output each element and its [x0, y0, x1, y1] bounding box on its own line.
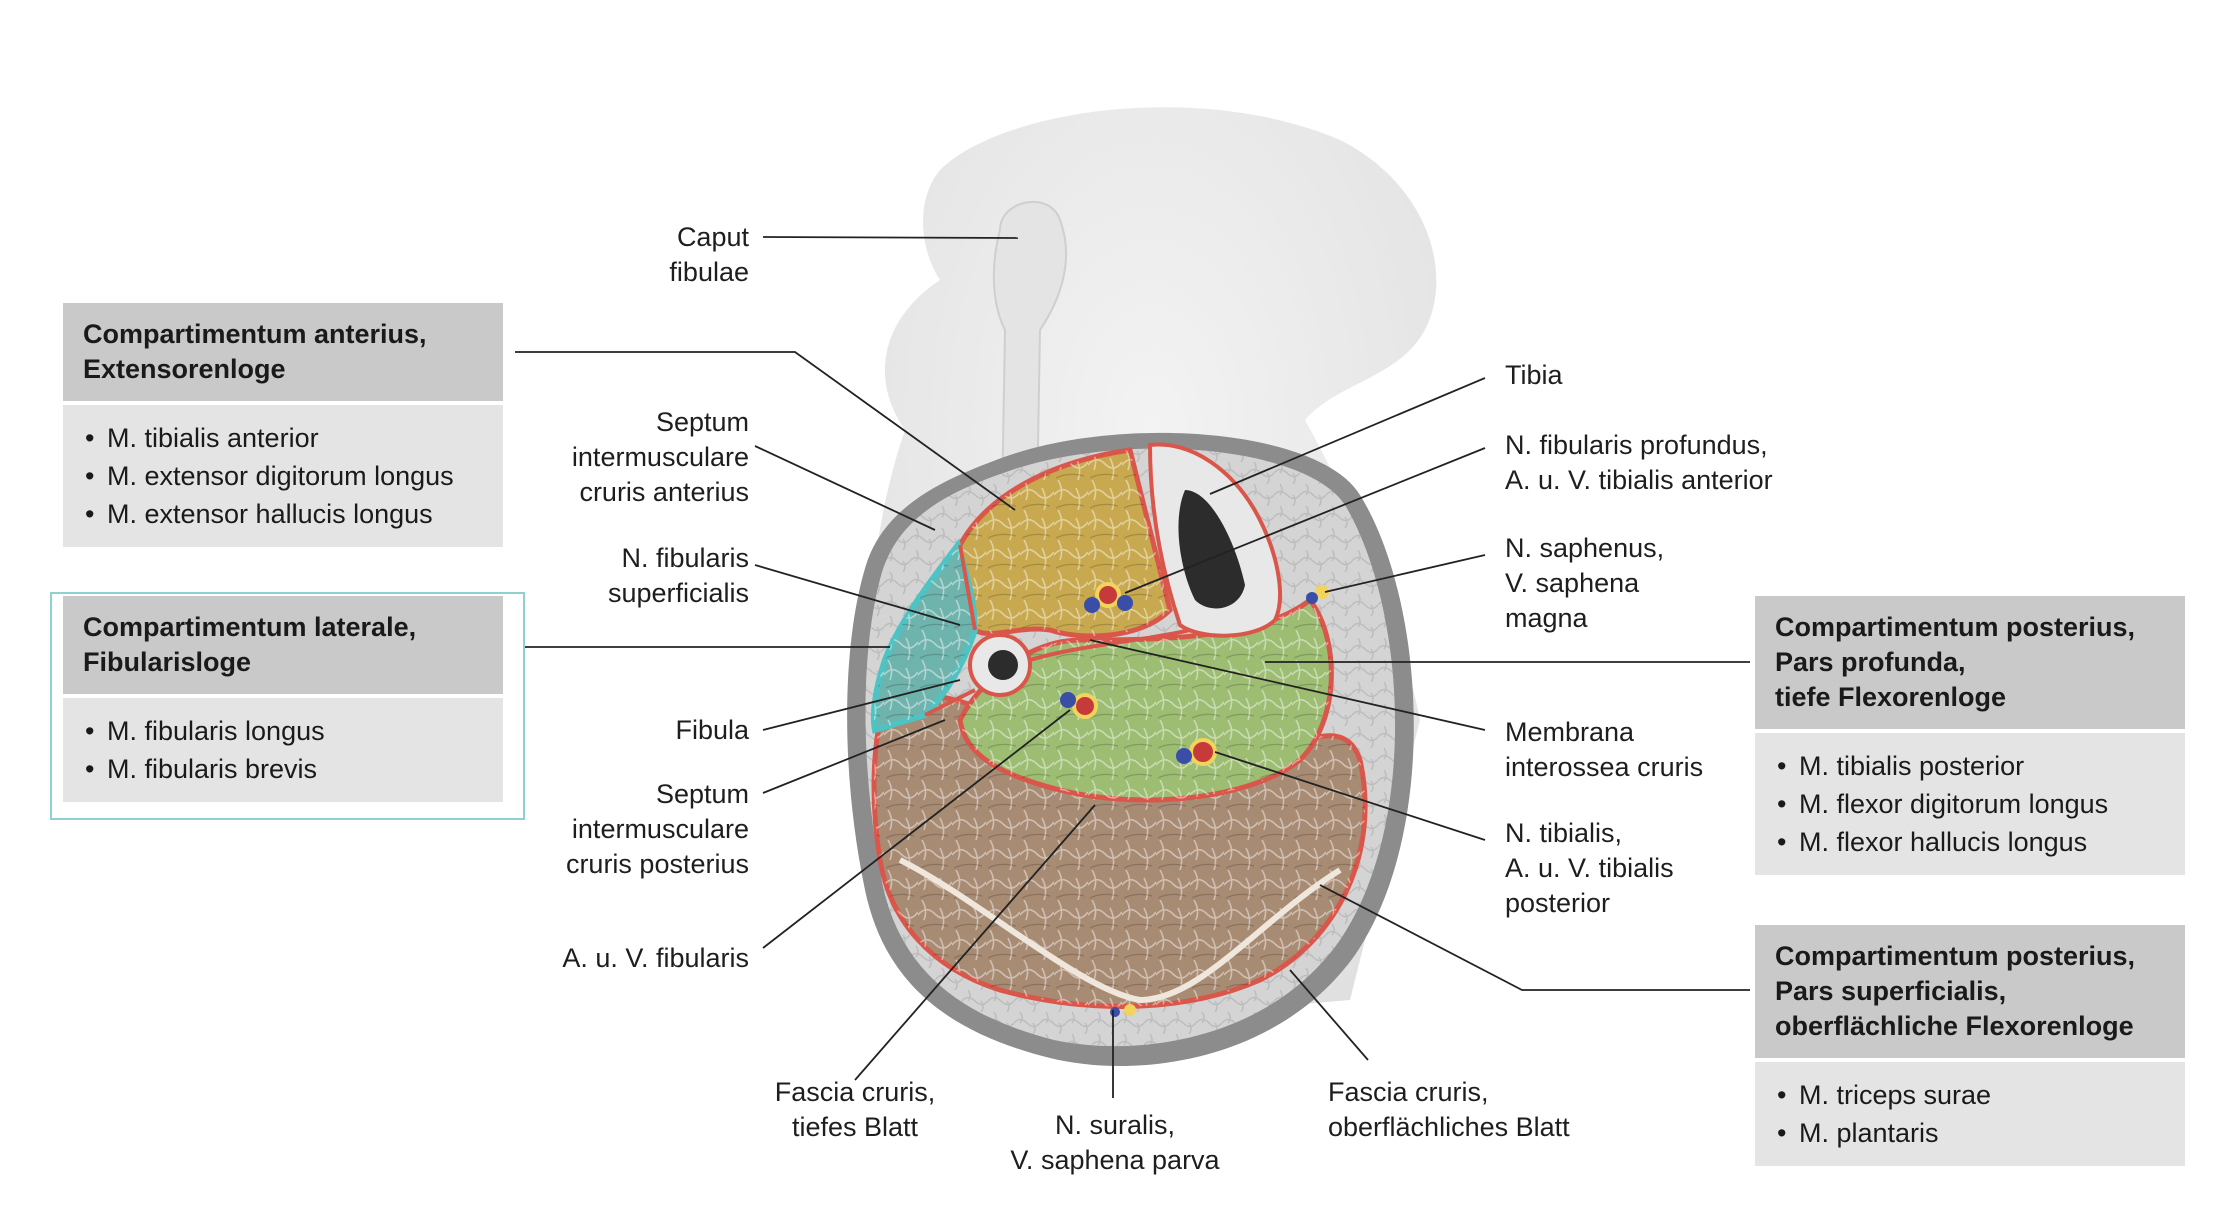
cross-section	[847, 432, 1414, 1066]
leader-lines	[515, 236, 1750, 1098]
list-item: M. tibialis posterior	[1777, 747, 2165, 785]
anterior-compartment-box: Compartimentum anterius, Extensorenloge …	[63, 303, 503, 547]
posterior-deep-compartment-title: Compartimentum posterius, Pars profunda,…	[1755, 596, 2185, 729]
label-membrana-interossea: Membrana interossea cruris	[1505, 717, 1704, 782]
label-a-v-fibularis: A. u. V. fibularis	[562, 943, 749, 973]
label-n-fibularis-superficialis: N. fibularis superficialis	[607, 543, 749, 608]
label-caput-fibulae: Caput fibulae	[669, 222, 749, 287]
lateral-compartment-title: Compartimentum laterale, Fibularisloge	[63, 596, 503, 694]
posterior-superficial-compartment-title: Compartimentum posterius, Pars superfici…	[1755, 925, 2185, 1058]
label-n-suralis: N. suralis, V. saphena parva	[1010, 1110, 1220, 1175]
list-item: M. fibularis brevis	[85, 750, 483, 788]
posterior-deep-compartment-box: Compartimentum posterius, Pars profunda,…	[1755, 596, 2185, 875]
label-n-tibialis: N. tibialis, A. u. V. tibialis posterior	[1505, 818, 1674, 918]
label-fascia-tief: Fascia cruris, tiefes Blatt	[774, 1077, 936, 1142]
posterior-superficial-compartment-box: Compartimentum posterius, Pars superfici…	[1755, 925, 2185, 1166]
posterior-deep-compartment-list: M. tibialis posterior M. flexor digitoru…	[1755, 733, 2185, 875]
label-n-fibularis-profundus: N. fibularis profundus, A. u. V. tibiali…	[1505, 430, 1773, 495]
list-item: M. flexor digitorum longus	[1777, 785, 2165, 823]
label-septum-posterius: Septum intermusculare cruris posterius	[565, 779, 749, 879]
label-fascia-oberflaechlich: Fascia cruris, oberflächliches Blatt	[1328, 1077, 1570, 1142]
posterior-superficial-compartment-list: M. triceps surae M. plantaris	[1755, 1062, 2185, 1166]
anterior-compartment-list: M. tibialis anterior M. extensor digitor…	[63, 405, 503, 547]
label-n-saphenus: N. saphenus, V. saphena magna	[1505, 533, 1665, 633]
list-item: M. triceps surae	[1777, 1076, 2165, 1114]
lateral-compartment-box: Compartimentum laterale, Fibularisloge M…	[63, 596, 503, 802]
list-item: M. flexor hallucis longus	[1777, 823, 2165, 861]
label-fibula: Fibula	[675, 715, 749, 745]
list-item: M. plantaris	[1777, 1114, 2165, 1152]
lateral-compartment-list: M. fibularis longus M. fibularis brevis	[63, 698, 503, 802]
list-item: M. extensor hallucis longus	[85, 495, 483, 533]
list-item: M. tibialis anterior	[85, 419, 483, 457]
label-septum-anterius: Septum intermusculare cruris anterius	[571, 407, 749, 507]
list-item: M. fibularis longus	[85, 712, 483, 750]
list-item: M. extensor digitorum longus	[85, 457, 483, 495]
lateral-compartment-highlight	[50, 592, 525, 820]
anterior-compartment-title: Compartimentum anterius, Extensorenloge	[63, 303, 503, 401]
label-tibia: Tibia	[1505, 360, 1563, 390]
